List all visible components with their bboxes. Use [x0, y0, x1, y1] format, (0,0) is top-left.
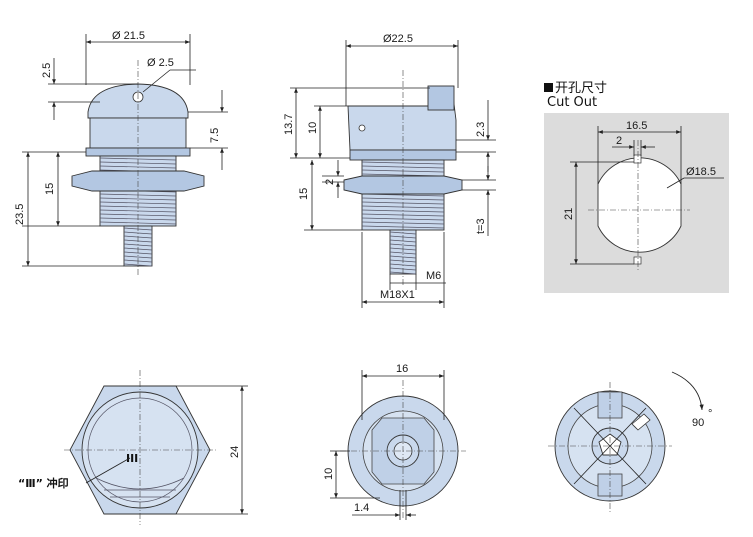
rotation-view: 90 °	[548, 371, 712, 512]
pentagon-key-icon	[598, 433, 622, 456]
dim-dia-flange: Ø22.5	[383, 33, 413, 45]
side-view-left: Ø 21.5 Ø 2.5 2.5 7.5 15 23.5	[14, 30, 228, 275]
cutout-title-en: Cut Out	[547, 95, 597, 110]
rotation-arrow-icon	[671, 371, 704, 411]
dim-m6: M6	[426, 270, 441, 282]
thread-line	[361, 221, 445, 225]
dim-h-body: 15	[44, 183, 56, 195]
thread-line	[99, 197, 177, 201]
cutout-view: 开孔尺寸 Cut Out 16.5 2 Ø18.5 21	[544, 81, 729, 293]
thread-line	[389, 251, 417, 255]
latch-arrow-icon	[631, 413, 651, 431]
cutout-dim-w: 16.5	[626, 120, 647, 132]
cutout-title-cn: 开孔尺寸	[555, 81, 607, 96]
cutout-hole	[597, 157, 682, 253]
dim-width-16: 16	[396, 363, 408, 375]
dim-m18: M18X1	[380, 289, 415, 301]
cutout-dim-h: 21	[563, 208, 575, 220]
cutout-dim-dia: Ø18.5	[686, 166, 716, 178]
rotation-angle: 90	[692, 417, 704, 429]
dim-h-2: 2	[324, 179, 336, 185]
side-view-right: Ø22.5 13.7 10 2.3 2 15 t=3 M6 M18X1	[283, 33, 496, 308]
front-view-hex: III “Ⅲ” 冲印 24	[18, 370, 248, 525]
dim-h-top: 2.5	[41, 63, 53, 78]
dim-h-13-7: 13.7	[283, 114, 295, 135]
punch-note: “Ⅲ” 冲印	[18, 476, 69, 490]
title-square-icon	[544, 83, 553, 92]
dim-dia-hole: Ø 2.5	[147, 57, 174, 69]
dim-h-2-3: 2.3	[475, 122, 487, 137]
dim-h-total: 23.5	[14, 204, 26, 225]
cutout-dim-slot: 2	[616, 135, 622, 147]
dim-t3: t=3	[475, 218, 487, 234]
dim-h-cap: 7.5	[209, 128, 221, 143]
latch-tab	[427, 85, 455, 111]
rear-view: 16 10 1.4	[323, 363, 466, 520]
thread-line	[123, 255, 153, 259]
dim-w-1-4: 1.4	[354, 502, 369, 514]
rotation-deg: °	[708, 408, 712, 420]
dim-h-10: 10	[307, 122, 319, 134]
dim-h-15: 15	[298, 188, 310, 200]
dim-h-10-b: 10	[323, 468, 335, 480]
thread-line	[123, 263, 153, 267]
lock-body	[89, 117, 187, 149]
dim-dia-top: Ø 21.5	[112, 30, 145, 42]
thread-line	[389, 243, 417, 247]
punch-mark: III	[126, 452, 138, 465]
dim-height-24: 24	[229, 446, 241, 458]
